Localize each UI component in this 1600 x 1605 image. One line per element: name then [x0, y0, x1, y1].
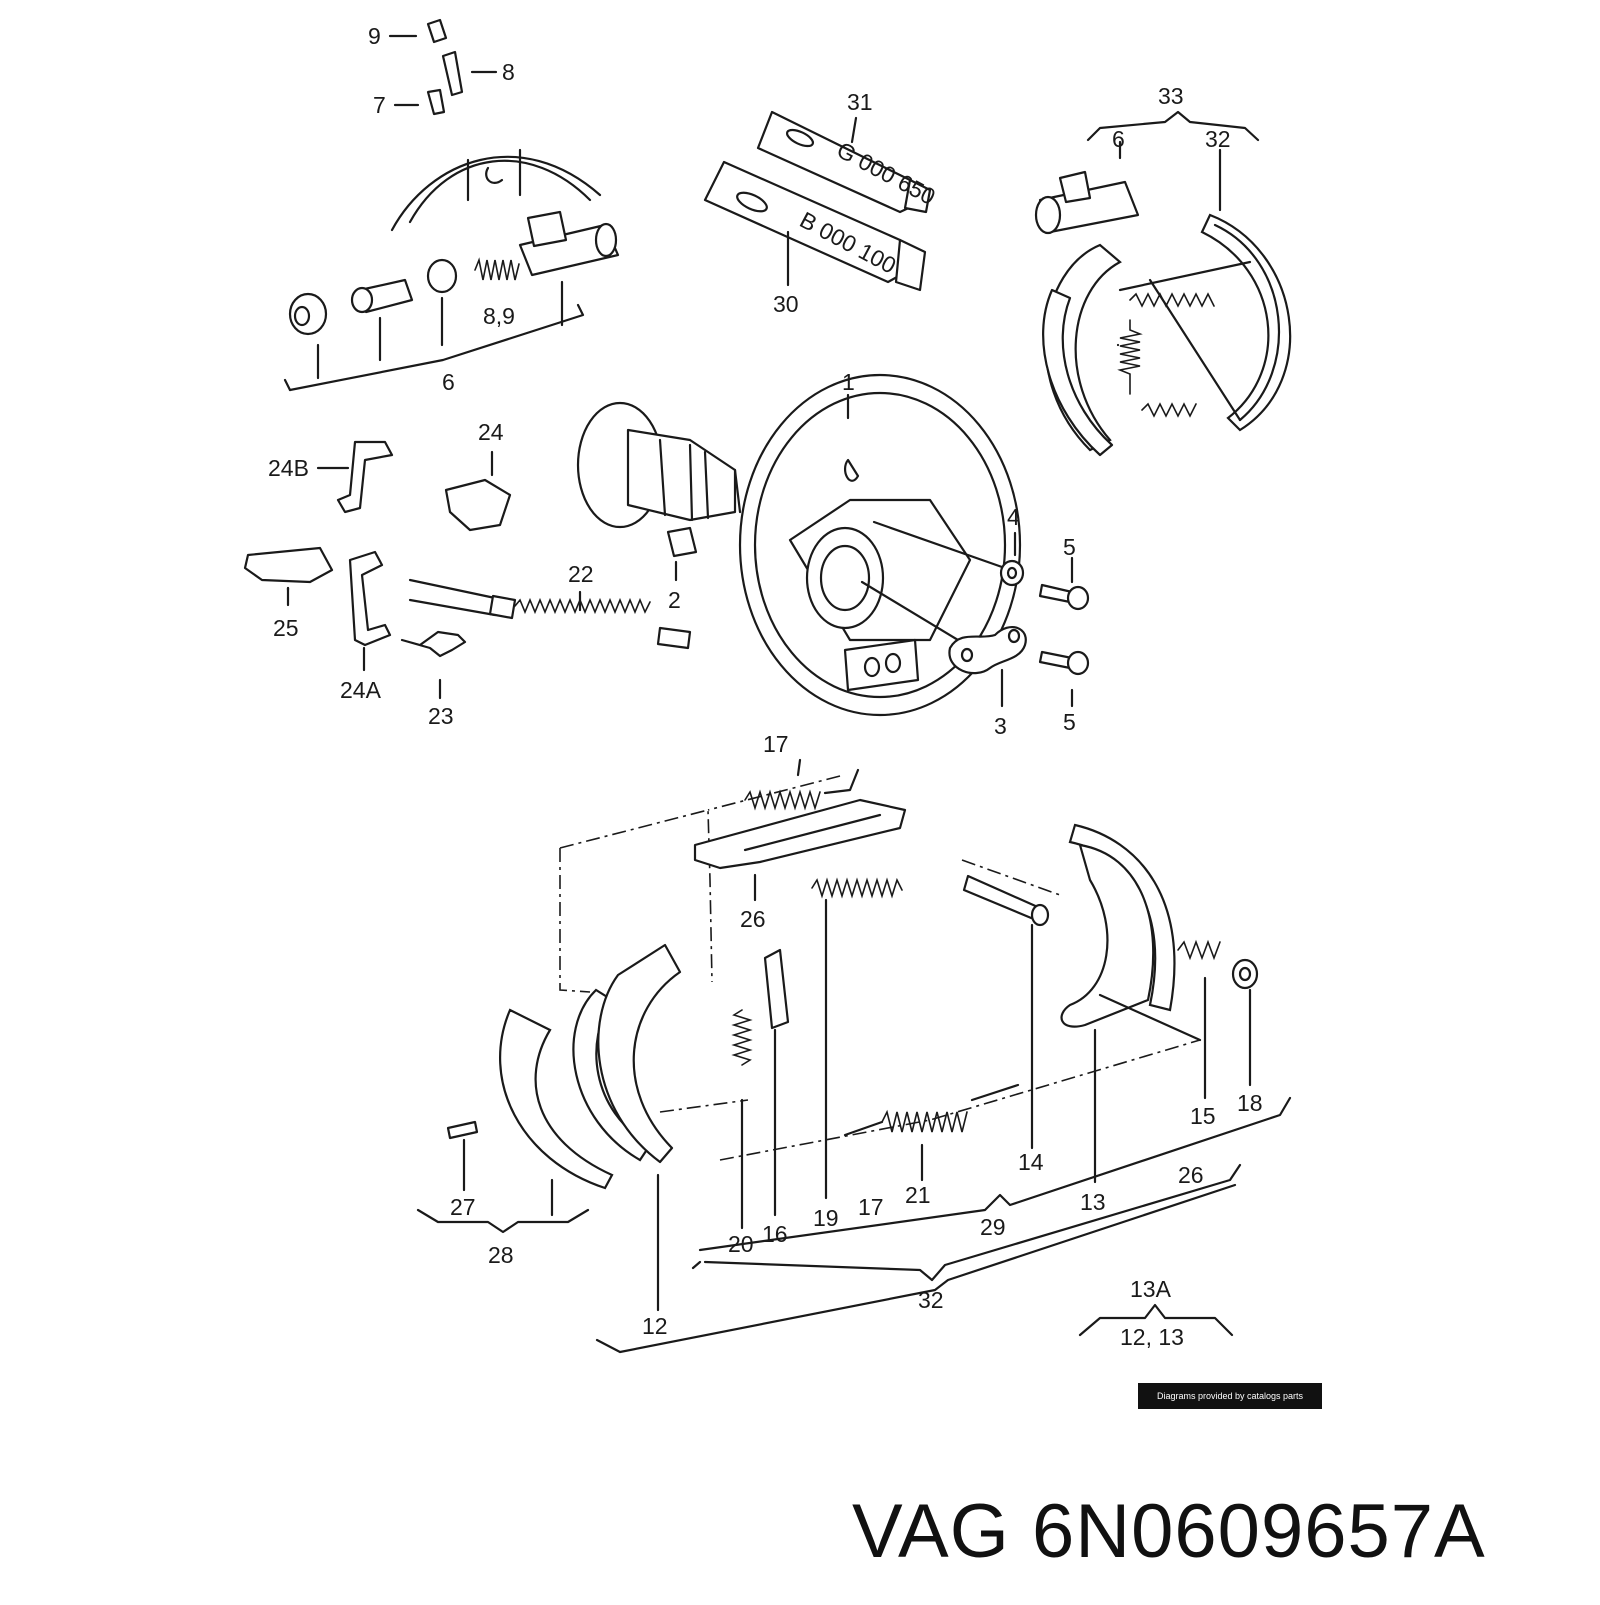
callout-2: 2	[668, 587, 681, 613]
wheel-cylinder-assembly	[283, 18, 620, 392]
handbrake-cable-spring	[514, 597, 651, 615]
part-title: VAG 6N0609657A	[852, 1488, 1486, 1575]
cylinder-spring	[474, 257, 520, 281]
leader-lines	[286, 34, 1120, 592]
brake-lining-28	[499, 1008, 614, 1190]
callout-6-left: 6	[442, 369, 455, 395]
callout-8: 8	[502, 59, 515, 85]
clip-23	[400, 630, 467, 658]
callout-25: 25	[273, 615, 299, 641]
spring-20	[731, 1009, 753, 1066]
callout-12: 12	[642, 1313, 668, 1339]
callout-21: 21	[905, 1182, 931, 1208]
brake-shoe-12	[597, 943, 682, 1164]
callout-14: 14	[1018, 1149, 1044, 1175]
spring-19	[811, 877, 903, 899]
clip-24a	[348, 550, 392, 647]
callout-28: 28	[488, 1242, 514, 1268]
clip-24b	[336, 440, 394, 514]
callout-33: 33	[1158, 83, 1184, 109]
callout-5-top: 5	[1063, 534, 1076, 560]
hold-down-spring	[1177, 939, 1221, 961]
anchor-block	[843, 638, 920, 692]
spring-17-top	[744, 789, 821, 811]
callout-31: 31	[847, 89, 873, 115]
brand-name: VAG	[852, 1489, 1010, 1574]
spring-21	[881, 1109, 968, 1133]
cable-ferrule	[488, 594, 517, 620]
bleed-cap	[426, 18, 448, 44]
adjuster-strut	[693, 798, 907, 870]
callout-23: 23	[428, 703, 454, 729]
callout-3: 3	[994, 713, 1007, 739]
callout-4: 4	[1007, 504, 1020, 530]
callout-17-bottom: 17	[858, 1194, 884, 1220]
washer	[999, 559, 1025, 587]
callout-24a: 24A	[340, 677, 382, 703]
part-number: 6N0609657A	[1031, 1489, 1486, 1574]
callout-7: 7	[373, 92, 386, 118]
stub-bolt	[666, 526, 698, 558]
spring-cap	[1231, 958, 1259, 990]
callout-29: 29	[980, 1214, 1006, 1240]
callout-13: 13	[1080, 1189, 1106, 1215]
callout-26-strut: 26	[740, 906, 766, 932]
cup-seal	[426, 258, 458, 294]
callout-5-bottom: 5	[1063, 709, 1076, 735]
credit-text: Diagrams provided by catalogs parts	[1156, 1391, 1304, 1401]
callout-1: 1	[842, 369, 855, 395]
bleed-screw	[441, 50, 464, 97]
clip-25	[243, 546, 334, 584]
callout-22: 22	[568, 561, 594, 587]
callout-19: 19	[813, 1205, 839, 1231]
callout-13a: 13A	[1130, 1276, 1172, 1302]
kit-shoe-right	[1200, 213, 1292, 432]
callout-30: 30	[773, 291, 799, 317]
callout-18: 18	[1237, 1090, 1263, 1116]
callout-17-top: 17	[763, 731, 789, 757]
credit-banner: Diagrams provided by catalogs parts	[1138, 1383, 1322, 1409]
callout-9: 9	[368, 23, 381, 49]
callout-12-13: 12, 13	[1120, 1324, 1184, 1350]
kit-upper-spring	[1129, 292, 1215, 308]
callout-labels: 9 8 7 8,9 6 31 30 33 6 32 1 24 24B 4 5 2…	[268, 23, 1263, 1350]
callout-32-bottom: 32	[918, 1287, 944, 1313]
brake-shoe-13	[1060, 843, 1155, 1028]
cable-and-clips	[243, 440, 692, 700]
rivet	[446, 1120, 479, 1140]
callout-32-top: 32	[1205, 126, 1231, 152]
callout-24b: 24B	[268, 455, 309, 481]
hold-down-pin	[962, 874, 1042, 922]
callout-26-right: 26	[1178, 1162, 1204, 1188]
kit-side-spring	[1117, 319, 1143, 395]
hub-and-backing-plate	[576, 373, 1022, 717]
callout-15: 15	[1190, 1103, 1216, 1129]
cylinder-bolt	[426, 88, 446, 116]
clip-24	[444, 478, 512, 532]
callout-8-9: 8,9	[483, 303, 515, 329]
callout-20: 20	[728, 1231, 754, 1257]
cylinder-body	[518, 223, 620, 277]
kit-lower-spring	[1141, 402, 1197, 418]
callout-16: 16	[762, 1221, 788, 1247]
brake-shoe-kit-assembly	[1034, 110, 1292, 457]
lower-shoe-set	[416, 758, 1292, 1354]
callout-27: 27	[450, 1194, 476, 1220]
callout-6-right: 6	[1112, 126, 1125, 152]
fasteners	[948, 531, 1090, 708]
handbrake-lever	[763, 948, 790, 1030]
grease-tubes: G 000 650 B 000 100	[703, 110, 940, 292]
callout-24: 24	[478, 419, 504, 445]
